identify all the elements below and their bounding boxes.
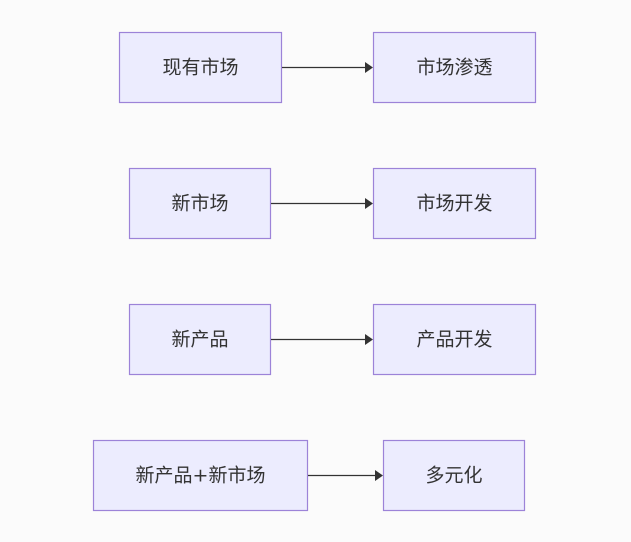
node-label: 新产品+新市场 — [136, 465, 266, 487]
edge-arrow — [282, 62, 373, 73]
node-label: 新产品 — [171, 329, 228, 351]
edge-arrow — [271, 198, 373, 209]
target-node-diversification[interactable]: 多元化 — [382, 439, 526, 512]
flow-row: 现有市场 市场渗透 — [118, 31, 537, 104]
node-label: 现有市场 — [162, 57, 238, 79]
edge-arrow — [271, 334, 373, 345]
node-label: 新市场 — [171, 193, 228, 215]
flow-row: 新产品 产品开发 — [128, 303, 537, 376]
node-label: 市场开发 — [416, 193, 492, 215]
node-label: 市场渗透 — [416, 57, 492, 79]
node-label: 多元化 — [425, 465, 482, 487]
source-node-existing-market[interactable]: 现有市场 — [118, 31, 283, 104]
node-label: 产品开发 — [416, 329, 492, 351]
source-node-new-product[interactable]: 新产品 — [128, 303, 272, 376]
edge-arrow — [308, 470, 383, 481]
flow-row: 新产品+新市场 多元化 — [92, 439, 526, 512]
target-node-product-development[interactable]: 产品开发 — [372, 303, 537, 376]
target-node-market-penetration[interactable]: 市场渗透 — [372, 31, 537, 104]
flow-row: 新市场 市场开发 — [128, 167, 537, 240]
source-node-new-market[interactable]: 新市场 — [128, 167, 272, 240]
target-node-market-development[interactable]: 市场开发 — [372, 167, 537, 240]
source-node-new-product-new-market[interactable]: 新产品+新市场 — [92, 439, 309, 512]
